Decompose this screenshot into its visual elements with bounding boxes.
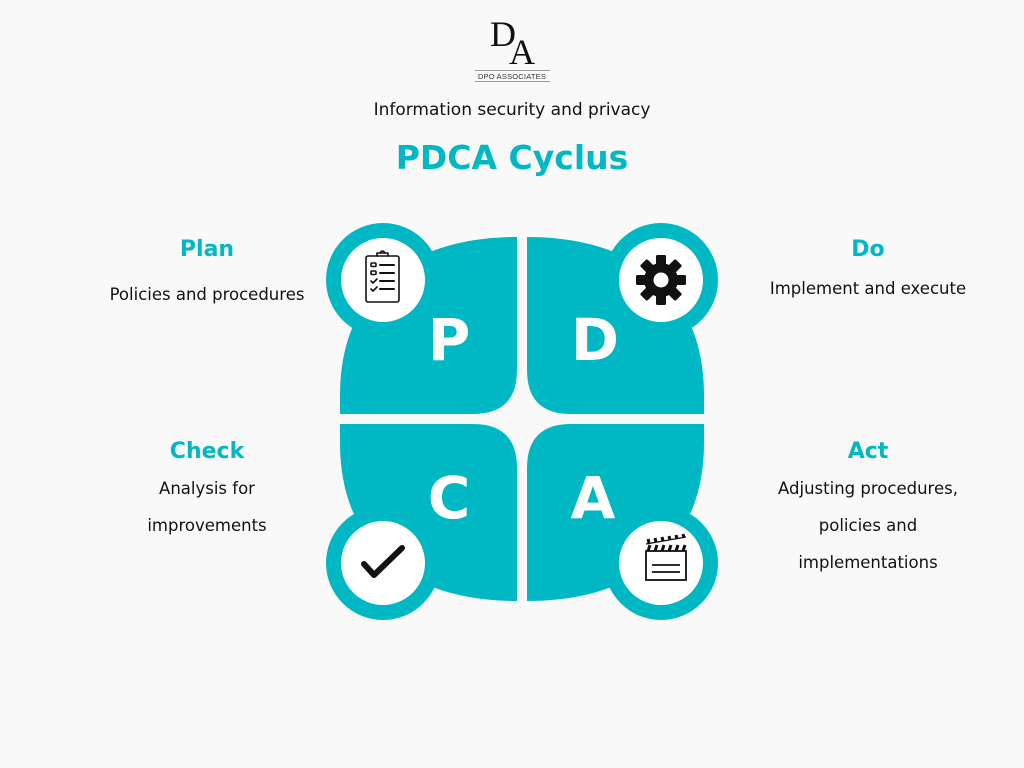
step-plan-description-line: Policies and procedures (109, 285, 305, 304)
step-plan-description: Policies and procedures (80, 276, 334, 313)
step-do-description: Implement and execute (742, 270, 994, 307)
step-act-description-line: implementations (798, 553, 938, 572)
company-logo: D A DPO ASSOCIATES (462, 14, 562, 84)
step-act-title: Act (847, 439, 889, 464)
letter-p: P (428, 306, 471, 374)
step-act-description-line: policies and (818, 516, 918, 535)
letter-c: C (428, 464, 471, 532)
clipboard-checklist-icon (365, 250, 400, 303)
step-check-description: Analysis for improvements (110, 470, 304, 544)
step-plan: Plan Policies and procedures (80, 236, 334, 313)
step-plan-title: Plan (179, 237, 235, 262)
step-do: Do Implement and execute (742, 236, 994, 307)
page-title: PDCA Cyclus (395, 138, 629, 177)
step-act: Act Adjusting procedures, policies and i… (748, 438, 988, 581)
step-act-description: Adjusting procedures, policies and imple… (748, 470, 988, 581)
logo-company-name: DPO ASSOCIATES (477, 72, 547, 81)
step-check-description-line: Analysis for (159, 479, 255, 498)
page-subtitle: Information security and privacy (373, 100, 651, 120)
logo-letter-a: A (509, 32, 535, 72)
letter-d: D (571, 306, 619, 374)
letter-a: A (571, 464, 616, 532)
clapperboard-icon (645, 533, 687, 581)
logo-rule-top (475, 70, 550, 71)
step-act-description-line: Adjusting procedures, (778, 479, 958, 498)
step-check: Check Analysis for improvements (110, 438, 304, 544)
step-check-title: Check (169, 439, 245, 464)
step-do-title: Do (851, 237, 885, 262)
checkmark-icon (361, 545, 405, 578)
step-do-description-line: Implement and execute (769, 279, 967, 298)
logo-rule-bottom (475, 81, 550, 82)
logo-monogram: D A (462, 14, 562, 70)
step-check-description-line: improvements (147, 516, 267, 535)
logo-letter-d: D (490, 14, 516, 54)
gear-icon (636, 255, 686, 305)
